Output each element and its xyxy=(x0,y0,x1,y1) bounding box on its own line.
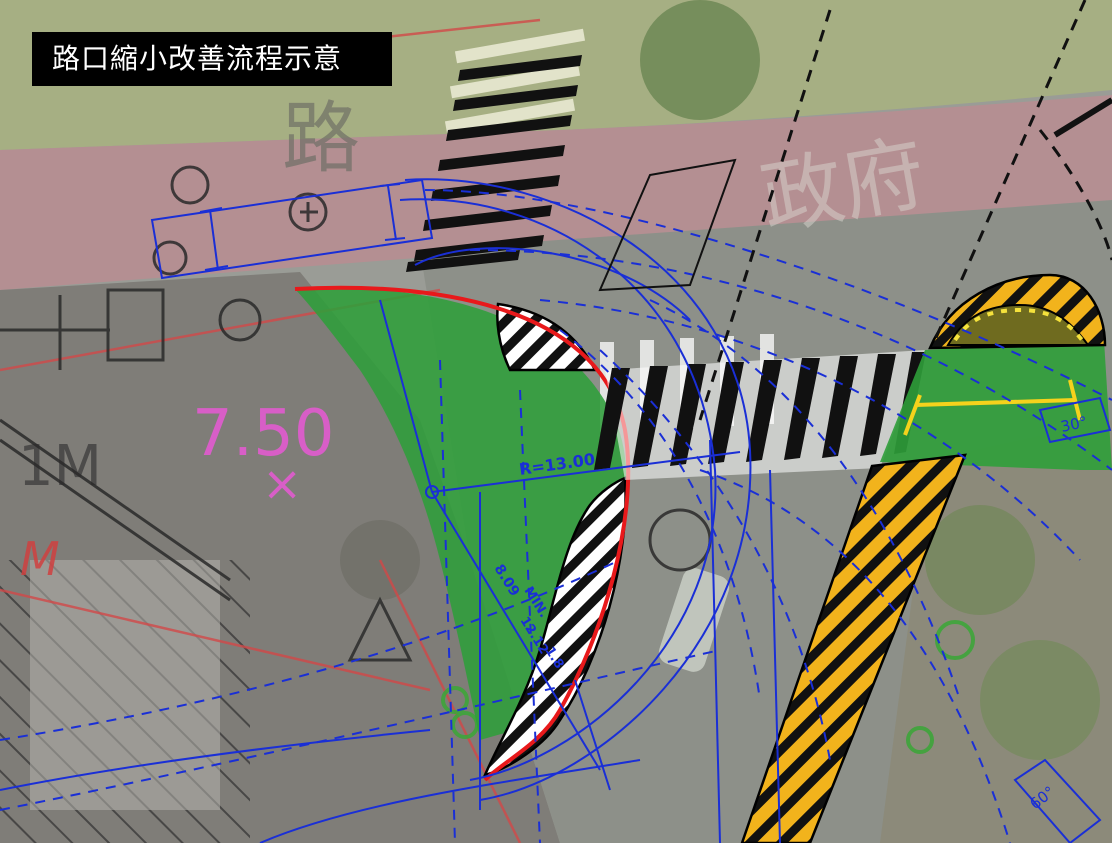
lane-edge-black xyxy=(1053,97,1112,138)
curb-extension xyxy=(295,287,627,740)
median-strip-yellow xyxy=(740,453,967,843)
cad-dashed-lines xyxy=(0,189,1112,843)
hatch-island-lower xyxy=(482,476,627,777)
tree xyxy=(640,0,760,120)
marking-1m: 1M xyxy=(18,434,102,499)
parking-bay-outline xyxy=(598,158,737,292)
nose-dome xyxy=(946,303,1090,346)
marking-m: M xyxy=(20,532,60,586)
tree xyxy=(925,505,1035,615)
page-title: 路口縮小改善流程示意 xyxy=(32,32,392,86)
tree xyxy=(980,640,1100,760)
vehicle xyxy=(658,568,730,672)
building-roof-light xyxy=(30,560,220,810)
lane-lines-black xyxy=(698,0,1112,421)
yellow-bracket xyxy=(903,379,1082,436)
road-name-label: 路 xyxy=(282,94,360,184)
elevation-label: 7.50 xyxy=(192,397,335,471)
map-symbols xyxy=(0,165,712,662)
angle-label-upper: 30° xyxy=(1059,413,1089,436)
new-curb-line xyxy=(294,285,631,782)
elevation-marker: × xyxy=(262,456,302,512)
crosswalk-main xyxy=(594,350,926,480)
refuge-island-right xyxy=(880,340,1112,470)
road-band-pink xyxy=(0,95,1112,290)
nose-dome-dots xyxy=(953,307,1084,342)
zebra-crossing-top xyxy=(444,28,586,134)
hatch-island-upper xyxy=(496,302,598,372)
